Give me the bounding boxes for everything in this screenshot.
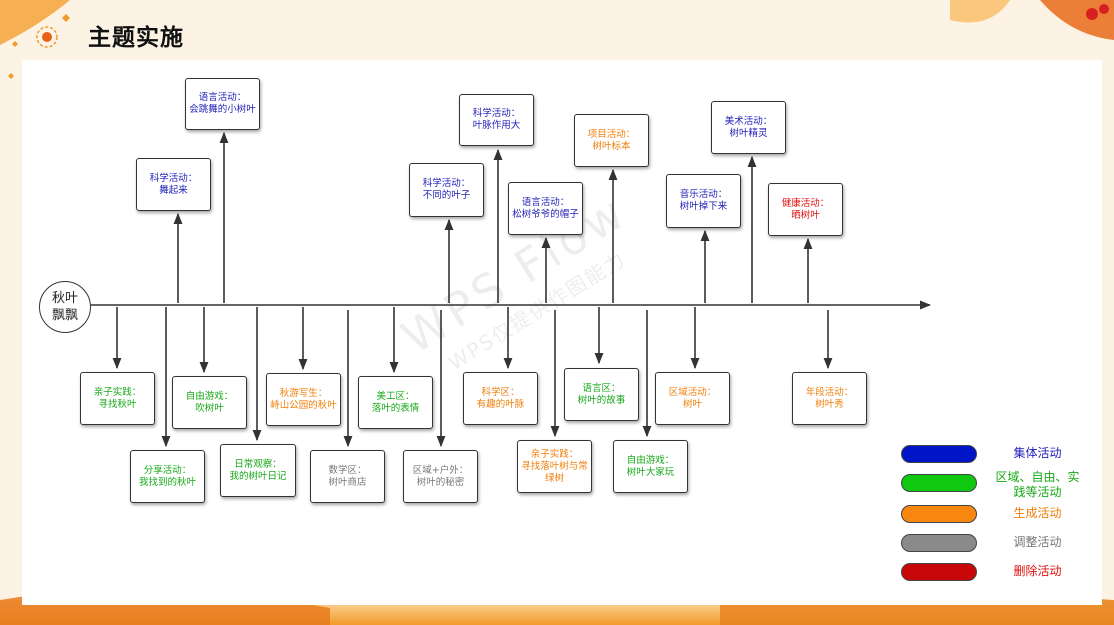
legend-label-generated: 生成活动	[1013, 506, 1062, 520]
node-free-blow-leaves[interactable]: 自由游戏： 吹树叶	[172, 376, 247, 429]
node-science-dance[interactable]: 科学活动： 舞起来	[136, 158, 211, 211]
node-free-play-leaves[interactable]: 自由游戏： 树叶大家玩	[613, 440, 688, 493]
node-science-area-veins[interactable]: 科学区： 有趣的叶脉	[463, 372, 538, 425]
node-outdoor-secret[interactable]: 区域+户外： 树叶的秘密	[403, 450, 478, 503]
legend-label-adjusted: 调整活动	[1013, 535, 1062, 549]
node-project-specimen[interactable]: 项目活动： 树叶标本	[574, 114, 649, 167]
node-share-leaves[interactable]: 分享活动： 我找到的秋叶	[130, 450, 205, 503]
node-lang-pine-hat[interactable]: 语言活动： 松树爷爷的帽子	[508, 182, 583, 235]
node-family-tree-types[interactable]: 亲子实践： 寻找落叶树与常绿树	[517, 440, 592, 493]
legend-swatch-deleted	[901, 563, 977, 581]
node-family-find-leaves[interactable]: 亲子实践： 寻找秋叶	[80, 372, 155, 425]
node-math-shop[interactable]: 数学区： 树叶商店	[310, 450, 385, 503]
node-music-leaves-fall[interactable]: 音乐活动： 树叶掉下来	[666, 174, 741, 228]
legend-label-collective: 集体活动	[1013, 446, 1062, 460]
node-science-different-leaves[interactable]: 科学活动： 不同的叶子	[409, 163, 484, 217]
page-title: 主题实施	[88, 24, 184, 51]
legend-swatch-adjusted	[901, 534, 977, 552]
node-daily-diary[interactable]: 日常观察： 我的树叶日记	[220, 444, 296, 497]
node-area-leaf[interactable]: 区域活动： 树叶	[655, 372, 730, 425]
legend-label-deleted: 删除活动	[1013, 564, 1062, 578]
node-grade-show[interactable]: 年段活动： 树叶秀	[792, 372, 867, 425]
node-lang-area-story[interactable]: 语言区： 树叶的故事	[564, 368, 639, 421]
node-art-area-faces[interactable]: 美工区： 落叶的表情	[358, 376, 433, 429]
root-label: 秋叶 飘飘	[51, 291, 78, 323]
root-node-autumn-leaves[interactable]: 秋叶 飘飘	[39, 281, 91, 333]
legend-swatch-collective	[901, 445, 977, 463]
legend-label-area: 区域、自由、实践等活动	[995, 470, 1080, 499]
node-health-dry-leaves[interactable]: 健康活动： 晒树叶	[768, 183, 843, 236]
legend-swatch-generated	[901, 505, 977, 523]
legend-swatch-area	[901, 474, 977, 492]
node-art-leaf-elf[interactable]: 美术活动： 树叶精灵	[711, 101, 786, 154]
node-autumn-sketch[interactable]: 秋游写生： 峙山公园的秋叶	[266, 373, 341, 426]
node-lang-dancing-tree[interactable]: 语言活动： 会跳舞的小树叶	[185, 78, 260, 130]
node-science-veins[interactable]: 科学活动： 叶脉作用大	[459, 94, 534, 146]
